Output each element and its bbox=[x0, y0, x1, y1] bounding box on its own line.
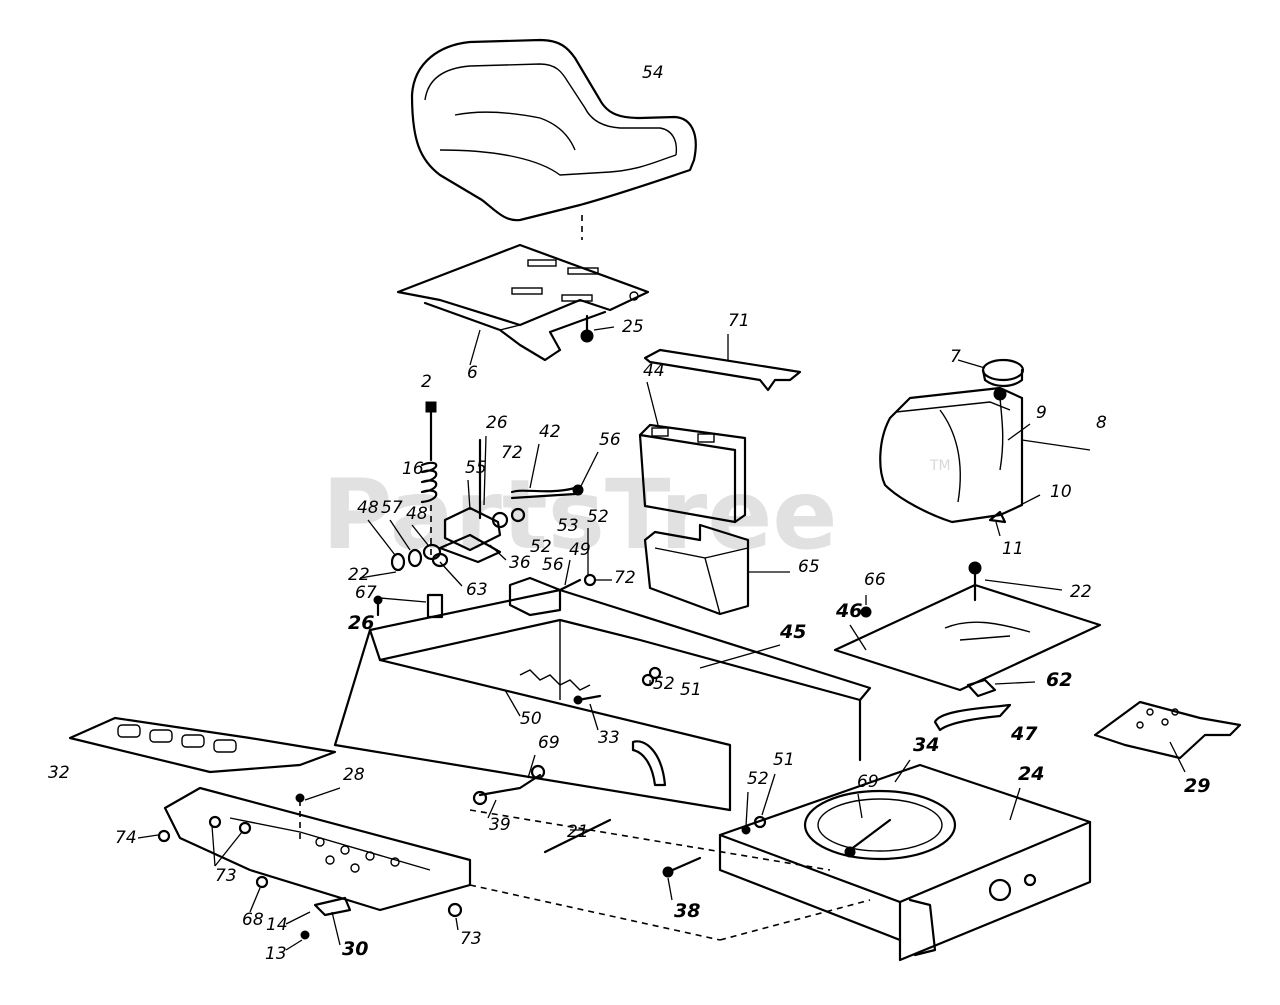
callout-47: 47 bbox=[1010, 723, 1038, 745]
callout-52: 52 bbox=[587, 507, 609, 527]
part-pedal-29 bbox=[1093, 700, 1242, 773]
callout-8: 8 bbox=[1096, 413, 1107, 433]
callout-2: 2 bbox=[421, 372, 432, 392]
callout-63: 63 bbox=[466, 580, 488, 600]
callout-36: 36 bbox=[509, 553, 531, 573]
callout-39: 39 bbox=[489, 815, 511, 835]
part-bolt-33 bbox=[573, 666, 662, 731]
part-hold-down bbox=[643, 334, 802, 392]
callout-45: 45 bbox=[779, 621, 806, 643]
watermark-tm: TM bbox=[929, 458, 951, 474]
watermark: PartsTree bbox=[322, 459, 837, 571]
callout-10: 10 bbox=[1050, 482, 1072, 502]
callout-52: 52 bbox=[747, 769, 769, 789]
callout-25: 25 bbox=[622, 317, 644, 337]
callout-22: 22 bbox=[348, 565, 370, 585]
part-rod-21 bbox=[543, 818, 702, 901]
callout-22: 22 bbox=[1070, 582, 1092, 602]
callout-30: 30 bbox=[342, 938, 368, 960]
callout-6: 6 bbox=[467, 363, 478, 383]
callout-56: 56 bbox=[599, 430, 621, 450]
callout-67: 67 bbox=[355, 583, 377, 603]
part-spring bbox=[420, 401, 438, 560]
part-fitting bbox=[988, 494, 1041, 537]
callout-73: 73 bbox=[460, 929, 482, 949]
callout-48: 48 bbox=[357, 498, 379, 518]
part-bracket-62 bbox=[933, 678, 1036, 732]
callout-13: 13 bbox=[265, 944, 287, 964]
callout-21: 21 bbox=[567, 822, 589, 842]
part-clip-67 bbox=[373, 593, 444, 619]
callout-32: 32 bbox=[48, 763, 70, 783]
callout-69: 69 bbox=[538, 733, 560, 753]
callout-72: 72 bbox=[501, 443, 523, 463]
callout-62: 62 bbox=[1046, 669, 1072, 691]
callout-72: 72 bbox=[614, 568, 636, 588]
callout-26: 26 bbox=[348, 612, 374, 634]
callout-28: 28 bbox=[343, 765, 365, 785]
part-battery-tray bbox=[643, 523, 790, 616]
part-running-board bbox=[137, 754, 871, 951]
callout-74: 74 bbox=[115, 828, 137, 848]
callout-68: 68 bbox=[242, 910, 264, 930]
callout-73: 73 bbox=[215, 866, 237, 886]
callout-66: 66 bbox=[864, 570, 886, 590]
callout-55: 55 bbox=[465, 458, 487, 478]
callout-50: 50 bbox=[520, 709, 542, 729]
part-fuel-cap bbox=[957, 358, 1025, 388]
callout-16: 16 bbox=[402, 459, 424, 479]
part-battery bbox=[638, 381, 747, 524]
part-seat bbox=[410, 38, 697, 240]
callout-52: 52 bbox=[653, 674, 675, 694]
part-rear-frame bbox=[718, 759, 1092, 962]
callout-53: 53 bbox=[557, 516, 579, 536]
part-bracket-49 bbox=[508, 573, 597, 617]
callout-42: 42 bbox=[539, 422, 561, 442]
callout-11: 11 bbox=[1002, 539, 1024, 559]
part-pivot-assembly bbox=[390, 438, 584, 572]
callout-33: 33 bbox=[598, 728, 620, 748]
callout-54: 54 bbox=[642, 63, 664, 83]
callout-24: 24 bbox=[1018, 763, 1044, 785]
callout-9: 9 bbox=[1036, 403, 1047, 423]
callout-29: 29 bbox=[1184, 775, 1210, 797]
callout-26: 26 bbox=[486, 413, 508, 433]
callout-71: 71 bbox=[728, 311, 750, 331]
callout-34: 34 bbox=[913, 734, 939, 756]
callout-69: 69 bbox=[857, 772, 879, 792]
part-foot-plate-32 bbox=[68, 716, 337, 774]
callout-48: 48 bbox=[406, 504, 428, 524]
callout-49: 49 bbox=[569, 540, 591, 560]
callout-7: 7 bbox=[950, 347, 961, 367]
callout-44: 44 bbox=[643, 361, 665, 381]
callout-38: 38 bbox=[674, 900, 700, 922]
callout-51: 51 bbox=[680, 680, 702, 700]
callout-57: 57 bbox=[381, 498, 403, 518]
part-seat-plate bbox=[396, 243, 650, 362]
callout-14: 14 bbox=[266, 915, 288, 935]
callout-65: 65 bbox=[798, 557, 820, 577]
callout-52: 52 bbox=[530, 537, 552, 557]
part-frame-console bbox=[333, 588, 872, 812]
part-bolt-25 bbox=[580, 314, 615, 343]
part-plate-46 bbox=[833, 561, 1102, 692]
callout-46: 46 bbox=[835, 600, 862, 622]
callout-56: 56 bbox=[542, 555, 564, 575]
callout-51: 51 bbox=[773, 750, 795, 770]
